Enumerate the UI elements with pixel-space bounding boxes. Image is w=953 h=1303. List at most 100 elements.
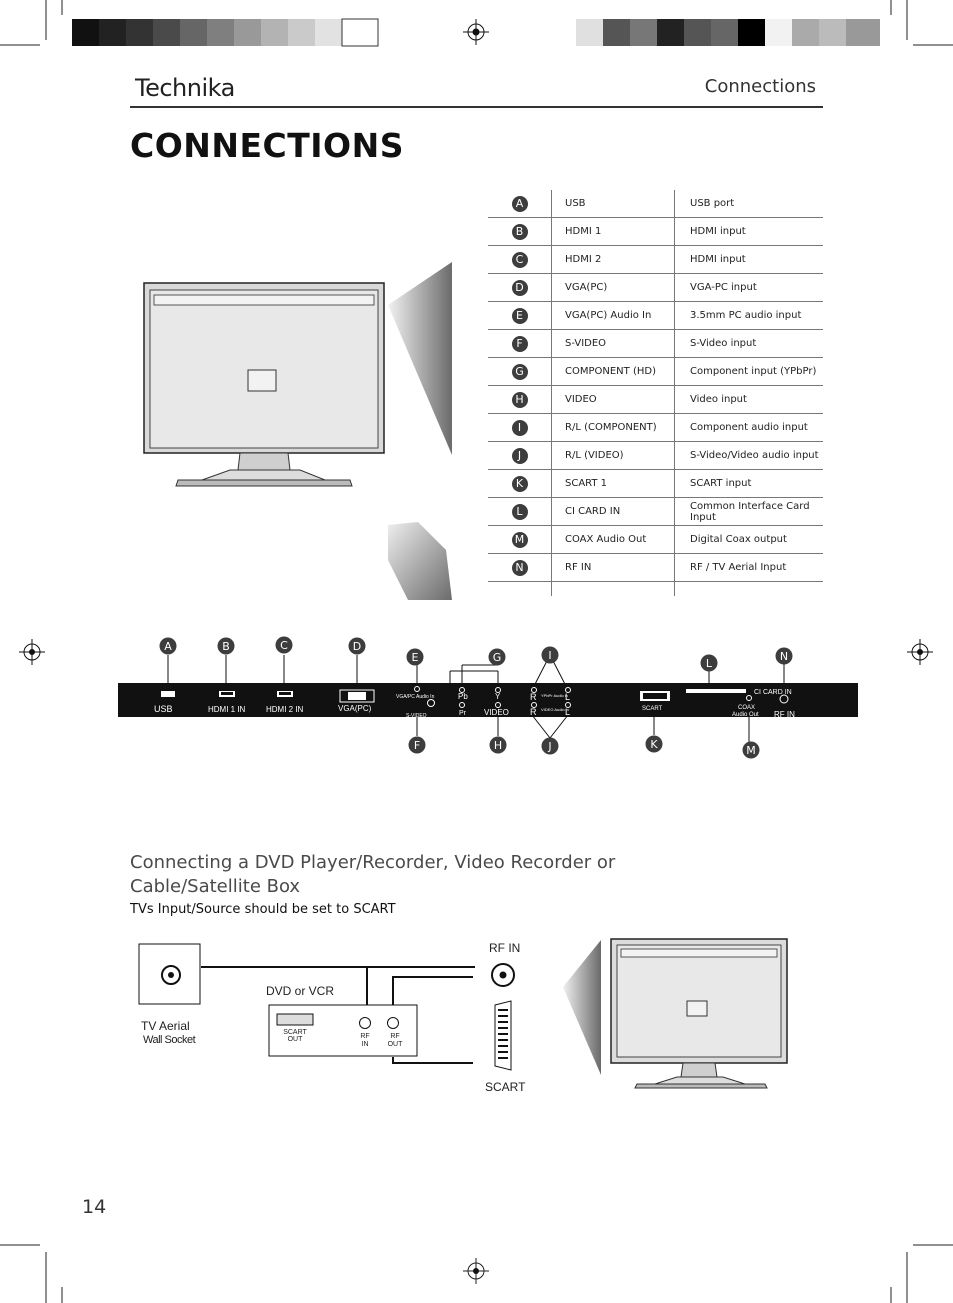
svg-text:B: B <box>222 640 230 653</box>
crop-marks-top <box>0 0 953 46</box>
page-title: CONNECTIONS <box>130 126 404 165</box>
svg-text:J: J <box>547 740 551 753</box>
video-audio-label: VIDEO Audio in <box>541 707 569 712</box>
svg-text:G: G <box>493 651 502 664</box>
crop-marks-bottom <box>0 1244 953 1303</box>
connector-letter-badge: H <box>511 391 528 408</box>
svg-text:IN: IN <box>362 1041 369 1048</box>
scart-label: SCART <box>642 706 663 712</box>
badge-k: K <box>645 735 663 753</box>
connector-letter-badge: E <box>511 307 528 324</box>
brand-logo: Technika <box>135 74 235 102</box>
connector-letter-badge: G <box>511 363 528 380</box>
hdmi1-label: HDMI 1 IN <box>208 705 246 714</box>
vga-audio-label: VGA/PC Audio In <box>396 694 435 700</box>
connector-description: Common Interface Card Input <box>674 497 823 526</box>
connector-description: Component input (YPbPr) <box>674 357 823 386</box>
connector-description: USB port <box>674 190 823 218</box>
badge-e: E <box>406 648 424 666</box>
audio-out-label: Audio Out <box>732 712 759 718</box>
connector-letter-badge: C <box>511 251 528 268</box>
connector-port-name: VGA(PC) Audio In <box>551 301 675 330</box>
connector-port-name: USB <box>551 190 675 218</box>
connector-letter-badge: I <box>511 419 528 436</box>
connector-port-name: S-VIDEO <box>551 329 675 358</box>
usb-label: USB <box>154 704 173 714</box>
header-rule <box>130 106 823 108</box>
svg-text:M: M <box>746 744 756 757</box>
callout-badges: A B C D E G I L N F H J K M <box>159 636 793 759</box>
page-number: 14 <box>82 1196 107 1218</box>
connector-description: S-Video/Video audio input <box>674 441 823 470</box>
tv-rear-illustration <box>143 262 452 600</box>
registration-target-right <box>907 639 933 665</box>
l-label-bottom: L <box>565 707 570 717</box>
svideo-label: S-VIDEO <box>406 713 427 719</box>
connector-description: HDMI input <box>674 245 823 274</box>
gradient-arrow <box>563 940 601 1075</box>
print-registration-marks <box>0 0 953 47</box>
table-row-empty <box>488 581 823 596</box>
cables <box>201 966 475 1064</box>
svg-text:D: D <box>353 640 361 653</box>
connector-letter-badge: B <box>511 223 528 240</box>
svg-text:SCART: SCART <box>283 1029 307 1036</box>
rf-in-title: RF IN <box>489 941 520 955</box>
y-label: Y <box>495 692 501 701</box>
connector-description: Component audio input <box>674 413 823 442</box>
badge-j: J <box>541 737 559 755</box>
svg-text:K: K <box>650 738 658 751</box>
panel-strip <box>118 683 858 717</box>
connector-description: SCART input <box>674 469 823 498</box>
svg-text:L: L <box>706 657 713 670</box>
color-bar-right <box>576 19 880 46</box>
svg-text:A: A <box>164 640 172 653</box>
connector-letter-badge: N <box>511 559 528 576</box>
panel-labels: USB HDMI 1 IN HDMI 2 IN VGA(PC) VGA/PC A… <box>154 689 795 719</box>
badge-n: N <box>775 647 793 665</box>
badge-f: F <box>408 736 426 754</box>
ypbpr-audio-label: YPbPr Audio in <box>541 693 568 698</box>
connector-port-name: RF IN <box>551 553 675 582</box>
connector-letter-badge: D <box>511 279 528 296</box>
connector-letter-badge: A <box>511 195 528 212</box>
svg-text:I: I <box>548 649 551 662</box>
connector-description: VGA-PC input <box>674 273 823 302</box>
connector-port-name: SCART 1 <box>551 469 675 498</box>
connector-port-name: VGA(PC) <box>551 273 675 302</box>
connector-letter-badge: K <box>511 475 528 492</box>
connector-letter-badge: M <box>511 531 528 548</box>
dvd-scart-out <box>276 1013 314 1026</box>
aerial-label-2: Wall Socket <box>143 1034 196 1046</box>
connector-description: Video input <box>674 385 823 414</box>
connector-letter-badge: L <box>511 503 528 520</box>
connector-port-name: COAX Audio Out <box>551 525 675 554</box>
badge-c: C <box>275 636 293 654</box>
connector-letter-badge: J <box>511 447 528 464</box>
section-header: Connections <box>704 76 816 97</box>
svg-text:H: H <box>494 739 502 752</box>
table-row: D VGA(PC)VGA-PC input <box>488 273 823 302</box>
badge-i: I <box>541 646 559 664</box>
connector-port-name: CI CARD IN <box>551 497 675 526</box>
subsection-note: TVs Input/Source should be set to SCART <box>130 902 396 917</box>
svg-text:RF: RF <box>360 1033 369 1040</box>
connector-description: S-Video input <box>674 329 823 358</box>
registration-target-top <box>463 19 489 45</box>
connector-description: RF / TV Aerial Input <box>674 553 823 582</box>
svg-text:N: N <box>780 650 788 663</box>
registration-target-left <box>19 639 45 665</box>
badge-m: M <box>742 741 760 759</box>
video-label: VIDEO <box>484 708 509 717</box>
dvd-rf-in <box>359 1017 371 1029</box>
connector-panel-diagram: USB HDMI 1 IN HDMI 2 IN VGA(PC) VGA/PC A… <box>118 636 858 759</box>
svg-text:OUT: OUT <box>388 1041 404 1048</box>
